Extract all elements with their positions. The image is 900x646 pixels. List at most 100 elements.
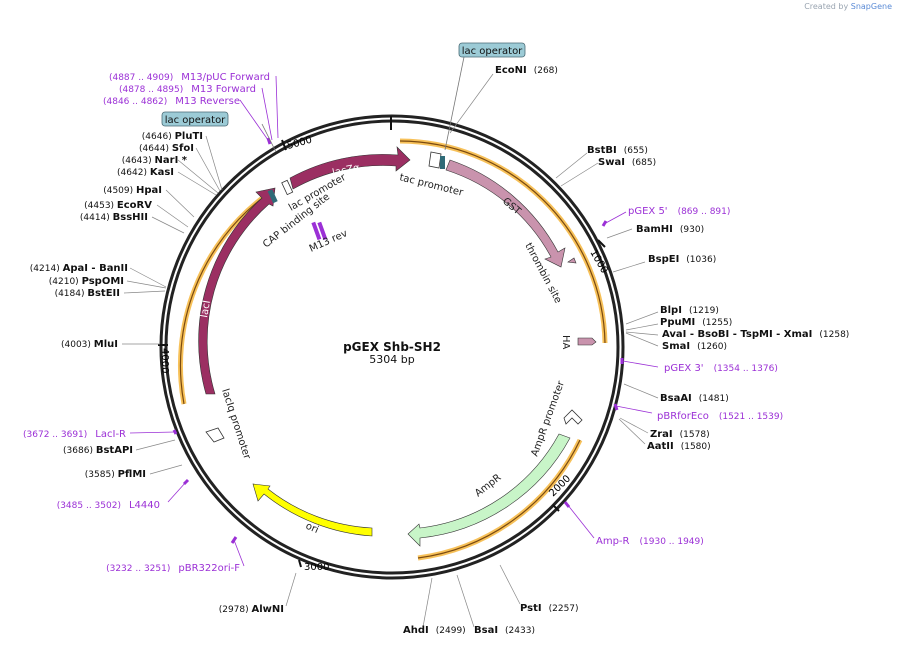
enzyme-label-12[interactable]: PstI(2257) xyxy=(520,603,579,614)
enzyme-pos: (4453) xyxy=(84,201,117,211)
enzyme-pos: (685) xyxy=(632,158,656,168)
enzyme-name: EcoNI xyxy=(495,65,527,76)
feature-AmpR[interactable] xyxy=(407,433,571,547)
enzyme-label-0[interactable]: EcoNI(268) xyxy=(495,65,558,76)
enzyme-label-left-1[interactable]: (3585) PflMI xyxy=(85,469,146,480)
enzyme-name: EcoRV xyxy=(117,200,152,211)
label-HA: HA xyxy=(560,335,571,350)
primer-label-5[interactable]: (3485 .. 3502) L4440 xyxy=(57,500,160,511)
watermark-prefix: Created by xyxy=(804,2,849,11)
enzyme-pos: (1481) xyxy=(699,394,729,404)
enzyme-label-left-11[interactable]: (4643) NarI * xyxy=(122,155,188,166)
M13-rev-marker-1 xyxy=(311,221,322,241)
enzyme-label-7[interactable]: AvaI - BsoBI - TspMI - XmaI(1258) xyxy=(662,329,849,340)
label-lacIq-promoter: lacIq promoter xyxy=(219,388,252,462)
enzyme-label-left-8[interactable]: (4453) EcoRV xyxy=(84,200,152,211)
tick-1000 xyxy=(597,239,606,248)
primer-tick-pbrforeco xyxy=(613,403,619,411)
enzyme-pos: (4210) xyxy=(49,277,82,287)
enzyme-name: PflMI xyxy=(118,469,146,480)
enzyme-label-left-12[interactable]: (4644) SfoI xyxy=(139,143,194,154)
primer-range: (3485 .. 3502) xyxy=(57,501,121,511)
primer-labels: pGEX 5'(869 .. 891) pGEX 3' (1354 .. 1376)… xyxy=(23,72,783,574)
enzyme-labels-left: (2978) AlwNI (3585) PflMI (3686) BstAPI (40… xyxy=(30,131,284,615)
enzyme-pos: (3585) xyxy=(85,470,118,480)
enzyme-label-left-9[interactable]: (4509) HpaI xyxy=(103,185,162,196)
enzyme-name: AlwNI xyxy=(252,604,285,615)
enzyme-label-left-6[interactable]: (4214) ApaI - BanII xyxy=(30,263,128,274)
primer-label-4[interactable]: (3232 .. 3251)pBR322ori-F xyxy=(106,563,240,574)
enzyme-name: SmaI xyxy=(662,341,690,352)
primer-label-8[interactable]: (4878 .. 4895)M13 Forward xyxy=(119,84,256,95)
plasmid-name: pGEX Shb-SH2 xyxy=(343,340,441,354)
enzyme-label-8[interactable]: SmaI (1260) xyxy=(662,341,727,352)
primer-label-0[interactable]: pGEX 5'(869 .. 891) xyxy=(628,206,730,217)
primer-name: LacI-R xyxy=(95,429,126,440)
enzyme-label-9[interactable]: BsaAI(1481) xyxy=(660,393,729,404)
enzyme-label-11[interactable]: AatII(1580) xyxy=(647,441,711,452)
enzyme-pos: (4003) xyxy=(61,340,94,350)
enzyme-pos: (4414) xyxy=(80,213,113,223)
lac-operator-box-right xyxy=(458,42,526,58)
enzyme-name: ZraI xyxy=(650,429,673,440)
leader-lac-operator-right xyxy=(444,56,465,151)
enzyme-pos: (4646) xyxy=(142,132,175,142)
enzyme-label-left-0[interactable]: (2978) AlwNI xyxy=(219,604,284,615)
enzyme-pos: (3686) xyxy=(63,446,96,456)
enzyme-label-6[interactable]: PpuMI(1255) xyxy=(660,317,732,328)
enzyme-pos: (1219) xyxy=(689,306,719,316)
primer-range: (3232 .. 3251) xyxy=(106,564,170,574)
enzyme-label-left-3[interactable]: (4003) MluI xyxy=(61,339,118,350)
M13-rev-marker-2 xyxy=(317,221,328,241)
enzyme-name: - BsoBI xyxy=(686,329,729,340)
enzyme-label-2[interactable]: SwaI(685) xyxy=(598,157,656,168)
lac-operator-label-right: lac operator xyxy=(462,46,523,57)
enzyme-pos: (930) xyxy=(680,225,704,235)
primer-name: Amp-R xyxy=(596,536,630,547)
primer-name: L4440 xyxy=(129,500,160,511)
enzyme-label-left-4[interactable]: (4184) BstEII xyxy=(55,288,120,299)
enzyme-label-10[interactable]: ZraI(1578) xyxy=(650,429,710,440)
enzyme-pos: (4214) xyxy=(30,264,63,274)
primer-label-1[interactable]: pGEX 3' (1354 .. 1376) xyxy=(664,363,778,374)
primer-label-6[interactable]: (3672 .. 3691)LacI-R xyxy=(23,429,126,440)
enzyme-name: BstBI xyxy=(587,145,617,156)
primer-range: (4887 .. 4909) xyxy=(109,73,173,83)
primer-label-3[interactable]: Amp-R(1930 .. 1949) xyxy=(596,536,704,547)
enzyme-label-left-7[interactable]: (4414) BssHII xyxy=(80,212,148,223)
enzyme-label-13[interactable]: BsaI(2433) xyxy=(474,625,535,636)
primer-label-9[interactable]: (4887 .. 4909)M13/pUC Forward xyxy=(109,72,270,83)
feature-lacZa[interactable] xyxy=(289,146,411,190)
primer-range: (4878 .. 4895) xyxy=(119,85,183,95)
enzyme-name: AvaI xyxy=(662,329,686,340)
enzyme-name: HpaI xyxy=(136,185,162,196)
enzyme-label-1[interactable]: BstBI (655) xyxy=(587,145,648,156)
enzyme-label-left-13[interactable]: (4646) PluTI xyxy=(142,131,203,142)
enzyme-pos: (2978) xyxy=(219,605,252,615)
enzyme-label-left-5[interactable]: (4210) PspOMI xyxy=(49,276,124,287)
enzyme-pos: (2433) xyxy=(505,626,535,636)
feature-ori[interactable] xyxy=(252,483,373,537)
enzyme-pos: (1260) xyxy=(697,342,727,352)
enzyme-name: BlpI xyxy=(660,305,682,316)
primer-label-2[interactable]: pBRforEco(1521 .. 1539) xyxy=(657,411,783,422)
feature-GST[interactable] xyxy=(445,159,566,268)
enzyme-pos: (655) xyxy=(624,146,648,156)
enzyme-label-14[interactable]: AhdI(2499) xyxy=(403,625,466,636)
primer-name: pGEX 3' xyxy=(664,363,704,374)
highlight-arc-3-line xyxy=(179,195,266,405)
lacIq-promoter-marker xyxy=(205,427,225,443)
enzyme-label-left-2[interactable]: (3686) BstAPI xyxy=(63,445,133,456)
tick-label-4000: 4000 xyxy=(159,348,170,373)
label-ori: ori xyxy=(304,521,320,536)
primer-range: (1354 .. 1376) xyxy=(714,364,778,374)
enzyme-label-5[interactable]: BlpI (1219) xyxy=(660,305,719,316)
tick-2000 xyxy=(552,504,560,512)
primer-label-7[interactable]: (4846 .. 4862)M13 Reverse xyxy=(103,96,240,107)
enzyme-label-3[interactable]: BamHI(930) xyxy=(636,224,704,235)
enzyme-label-4[interactable]: BspEI(1036) xyxy=(648,254,716,265)
enzyme-label-left-10[interactable]: (4642) KasI xyxy=(117,167,174,178)
enzyme-name: AatII xyxy=(647,441,674,452)
enzyme-pos: (4643) xyxy=(122,156,155,166)
snapgene-watermark: Created by SnapGene xyxy=(804,2,892,11)
